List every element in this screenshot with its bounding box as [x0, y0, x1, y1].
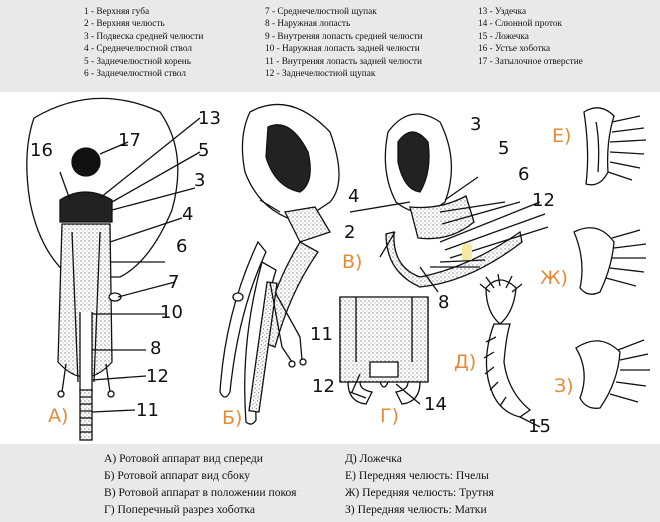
label-8: 8	[150, 338, 161, 359]
label-5: 5	[198, 140, 209, 161]
legend-item: Ж) Передняя челюсть: Трутня	[345, 486, 494, 499]
label-11-g: 11	[310, 324, 333, 345]
legend-item: 14 - Слюнной проток	[478, 19, 562, 30]
panel-v-resting-position	[349, 113, 549, 293]
legend-item: 10 - Наружная лопасть задней челюсти	[265, 44, 420, 55]
legend-item: 11 - Внутреняя лопасть задней челюсти	[265, 56, 422, 67]
label-13: 13	[198, 108, 221, 129]
legend-item: 1 - Верхняя губа	[84, 7, 150, 17]
label-14: 14	[424, 394, 447, 415]
legend-item: 16 - Устье хоботка	[478, 44, 551, 55]
legend-item: Г) Поперечный разрез хоботка	[104, 503, 256, 516]
legend-item: 15 - Ложечка	[478, 31, 529, 42]
label-6-v: 6	[518, 164, 529, 185]
legend-item: 6 - Заднечелюстной ствол	[84, 69, 186, 80]
label-7: 7	[168, 272, 179, 293]
panel-e-worker-mandible	[583, 107, 647, 186]
panel-d-labellum	[479, 273, 541, 428]
label-3: 3	[194, 170, 205, 191]
label-3-v: 3	[470, 114, 481, 135]
label-17: 17	[118, 130, 141, 151]
legend-item: Б) Ротовой аппарат вид сбоку	[104, 469, 251, 482]
legend-top-col-3: 13 - Уздечка 14 - Слюнной проток 15 - Ло…	[478, 6, 583, 68]
legend-bottom-col-1: А) Ротовой аппарат вид спереди Б) Ротово…	[104, 450, 296, 518]
label-5-v: 5	[498, 138, 509, 159]
panel-label-v: В)	[342, 251, 362, 273]
label-4-v: 4	[348, 186, 359, 207]
panel-g-cross-section	[339, 296, 429, 405]
label-10: 10	[160, 302, 183, 323]
panel-label-e: Е)	[552, 125, 571, 147]
label-15: 15	[528, 416, 551, 437]
legend-item: 7 - Среднечелюстной щупак	[265, 7, 377, 17]
label-11: 11	[136, 400, 159, 421]
label-12-v: 12	[532, 190, 555, 211]
panel-label-g: Г)	[380, 405, 399, 427]
panel-b-side-view	[219, 103, 340, 425]
legend-item: 9 - Внутреняя лопасть средней челюсти	[265, 31, 423, 42]
panel-label-z: З)	[554, 375, 574, 397]
legend-item: В) Ротовой аппарат в положении покоя	[104, 486, 297, 499]
legend-item: Е) Передняя челюсть: Пчелы	[345, 469, 489, 482]
legend-item: 13 - Уздечка	[478, 7, 527, 17]
legend-item: З) Передняя челюсть: Матки	[345, 503, 487, 516]
legend-item: 8 - Наружная лопасть	[265, 19, 351, 30]
legend-item: 12 - Заднечелюстной щупак	[265, 69, 376, 80]
legend-item: 4 - Среднечелюстной ствол	[84, 44, 193, 55]
label-2: 2	[344, 222, 355, 243]
legend-bottom-col-2: Д) Ложечка Е) Передняя челюсть: Пчелы Ж)…	[345, 450, 494, 518]
label-6: 6	[176, 236, 187, 257]
mouthparts-diagram: 13 17 16 5 3 4 6 7 10 8 12 11 А) Б) 3 5 …	[26, 97, 650, 441]
panel-a-front-view	[26, 97, 201, 441]
legend-top-col-1: 1 - Верхняя губа 2 - Верхняя челюсть 3 -…	[84, 6, 203, 80]
label-12-g: 12	[312, 376, 335, 397]
panel-label-b: Б)	[222, 407, 242, 429]
panel-zh-drone-mandible	[573, 227, 647, 295]
legend-top: 1 - Верхняя губа 2 - Верхняя челюсть 3 -…	[0, 0, 660, 92]
legend-item: 2 - Верхняя челюсть	[84, 19, 165, 30]
panel-label-a: А)	[48, 405, 68, 427]
legend-item: 3 - Подвеска средней челюсти	[84, 31, 204, 42]
legend-item: А) Ротовой аппарат вид спереди	[104, 452, 263, 465]
legend-item: Д) Ложечка	[345, 452, 402, 465]
label-16: 16	[30, 140, 53, 161]
legend-top-col-2: 7 - Среднечелюстной щупак 8 - Наружная л…	[265, 6, 423, 80]
label-12: 12	[146, 366, 169, 387]
label-4: 4	[182, 204, 193, 225]
panel-label-zh: Ж)	[540, 267, 568, 289]
label-8-v: 8	[438, 292, 449, 313]
panel-label-d: Д)	[454, 351, 476, 373]
legend-item: 5 - Заднечелюстной корень	[84, 56, 191, 67]
legend-bottom: А) Ротовой аппарат вид спереди Б) Ротово…	[0, 444, 660, 522]
panel-z-queen-mandible	[575, 339, 650, 409]
legend-item: 17 - Затылочное отверстие	[478, 56, 583, 67]
